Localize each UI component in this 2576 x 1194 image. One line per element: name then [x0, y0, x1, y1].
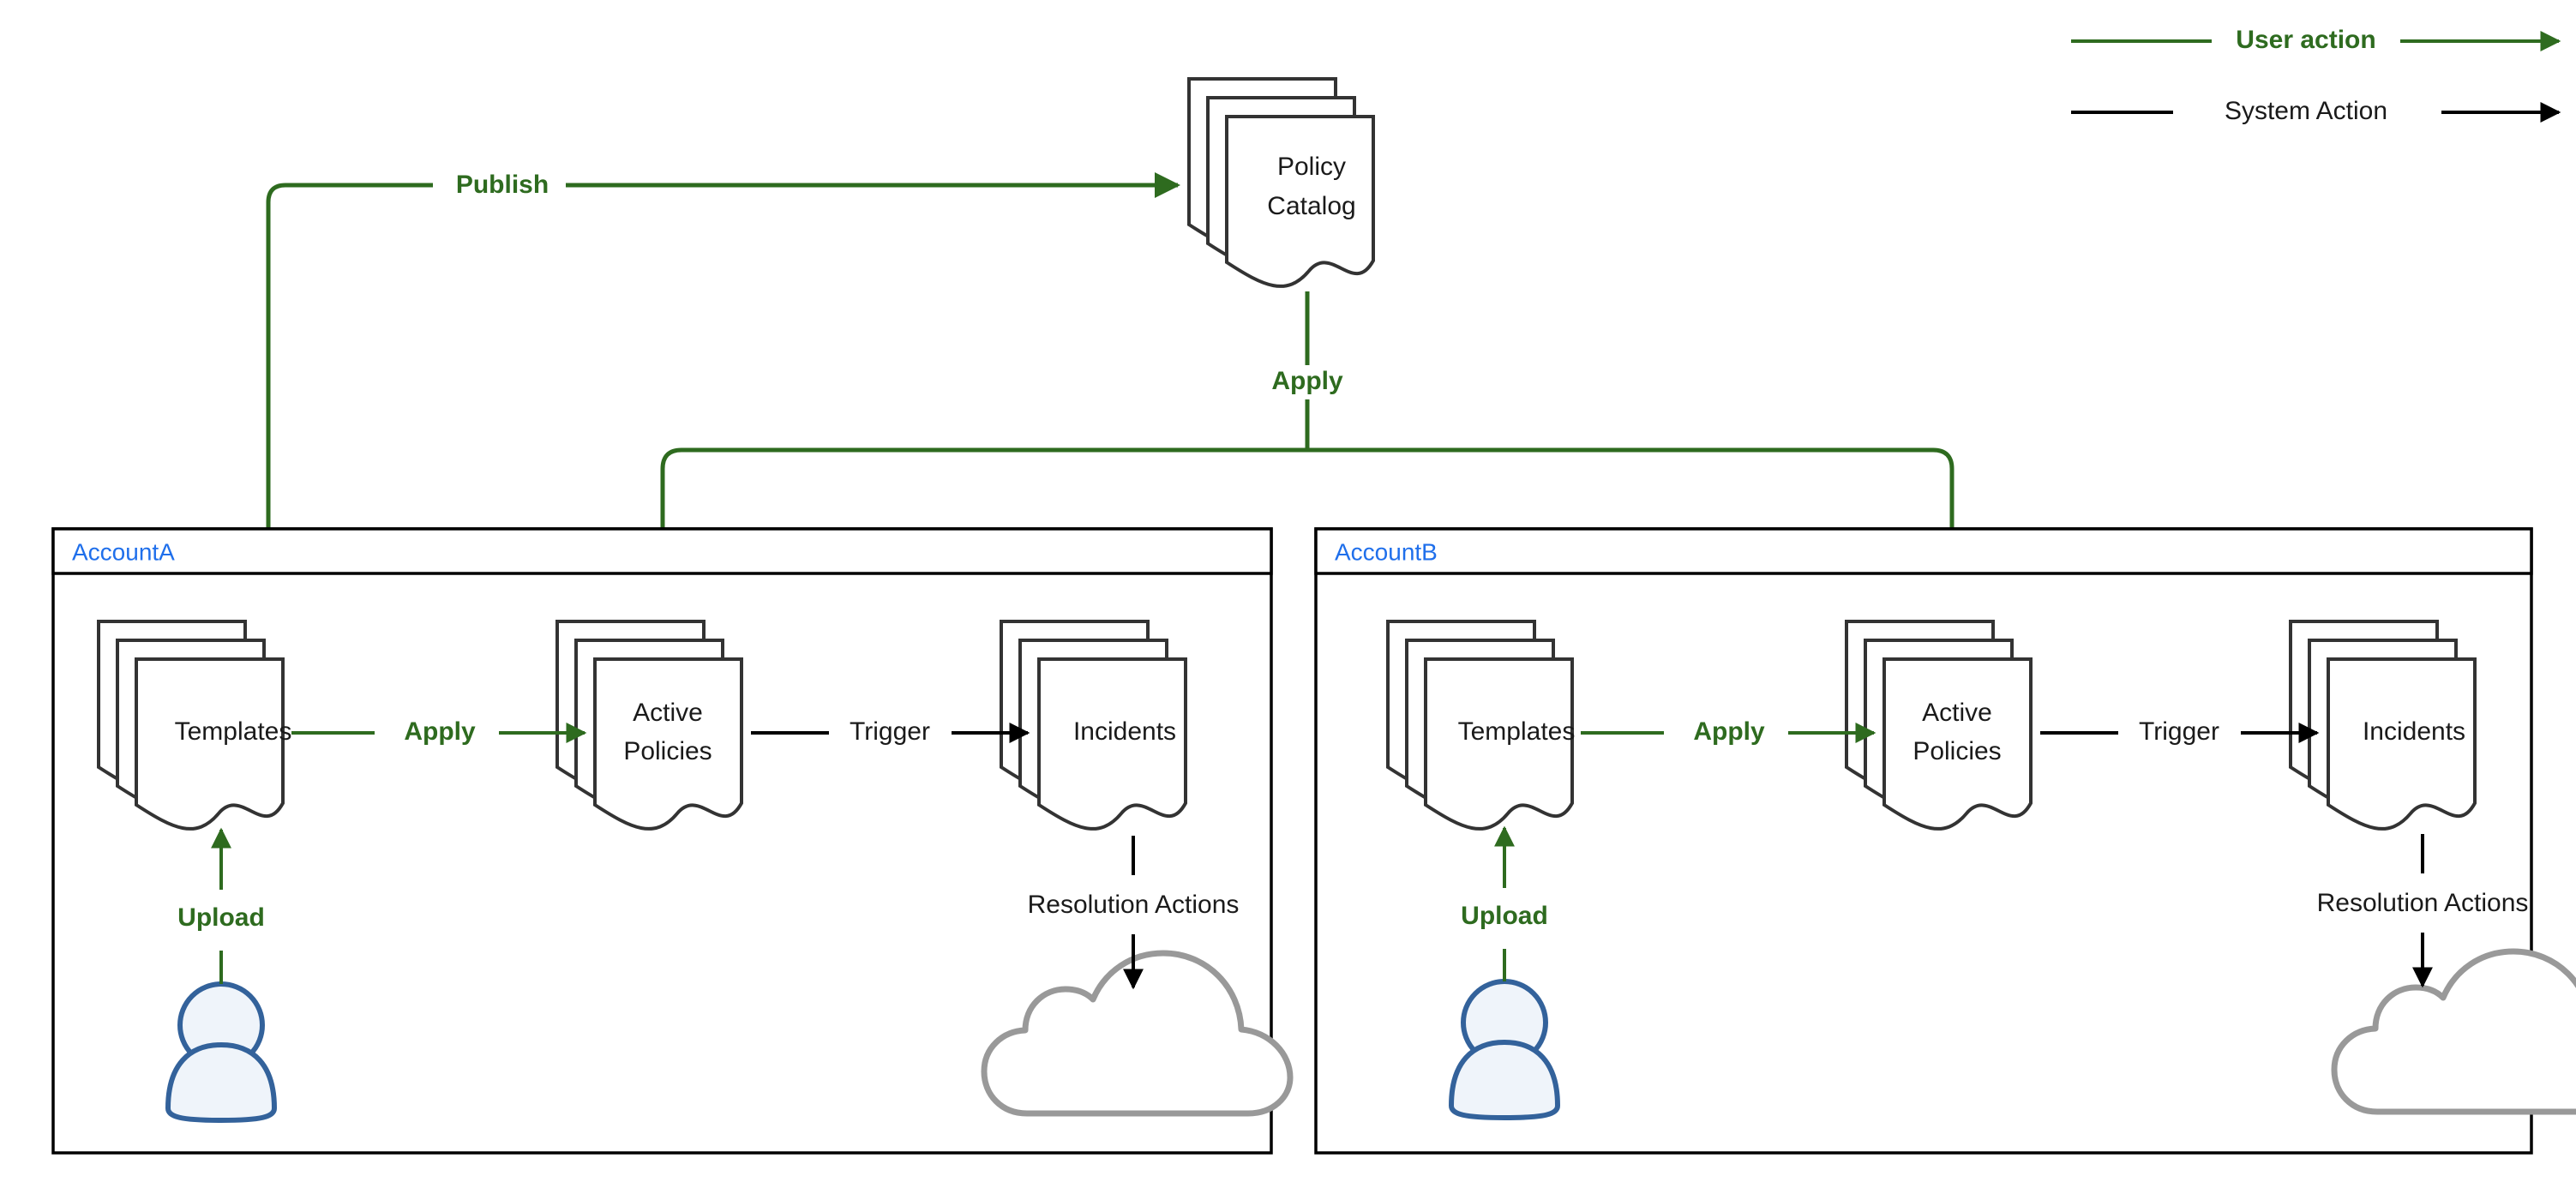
account-a-edge-label-upload: Upload	[177, 903, 265, 932]
account-b-incidents-label: Incidents	[2363, 717, 2465, 746]
account-a-edge-trigger: Trigger	[751, 717, 1030, 746]
policy-catalog-label-line2: Catalog	[1267, 192, 1355, 220]
legend: User action System Action	[2071, 26, 2561, 125]
cloud-outline-icon	[2331, 948, 2576, 1115]
account-b-active-policies-label-line2: Policies	[1912, 737, 2001, 765]
person-body-icon	[1448, 1039, 1561, 1121]
account-a-active-policies-node[interactable]: Active Policies	[555, 620, 743, 831]
account-b-edge-label-apply: Apply	[1693, 717, 1765, 746]
account-b-edge-resolution-actions: Resolution Actions	[2317, 834, 2529, 988]
account-b-edge-apply: Apply	[1581, 717, 1876, 746]
account-a-edge-label-trigger: Trigger	[850, 717, 930, 746]
edge-apply-broadcast: Apply	[650, 291, 1965, 603]
policy-catalog-label-line1: Policy	[1277, 153, 1346, 181]
publish-label-bg	[433, 168, 566, 202]
account-a-templates-node[interactable]: Templates	[97, 620, 292, 831]
account-a-title: AccountA	[72, 538, 175, 565]
edge-label-apply-central: Apply	[1271, 367, 1343, 395]
account-a-incidents-label: Incidents	[1073, 717, 1176, 746]
account-b-edge-label-resolution-actions: Resolution Actions	[2317, 889, 2529, 917]
account-b-user-icon[interactable]	[1448, 979, 1561, 1121]
cloud-outline-icon	[981, 950, 1294, 1117]
account-b-edge-label-trigger: Trigger	[2139, 717, 2219, 746]
account-b-header	[1314, 527, 2533, 575]
account-a-active-policies-label-line2: Policies	[623, 737, 712, 765]
account-b-templates-node[interactable]: Templates	[1386, 620, 1576, 831]
account-b-cloud-icon[interactable]	[2331, 948, 2576, 1115]
account-b-active-policies-node[interactable]: Active Policies	[1845, 620, 2033, 831]
account-a-active-policies-label-line1: Active	[633, 699, 703, 727]
account-a-header	[51, 527, 1273, 575]
apply-label-bg	[1256, 365, 1359, 399]
person-body-icon	[165, 1041, 278, 1124]
account-a-incidents-node[interactable]: Incidents	[1000, 620, 1187, 831]
account-a-edge-label-apply: Apply	[404, 717, 476, 746]
edge-publish: Publish	[266, 168, 1180, 620]
legend-item-system-action: System Action	[2071, 97, 2561, 125]
account-b-incidents-node[interactable]: Incidents	[2289, 620, 2477, 831]
legend-label-system-action: System Action	[2225, 97, 2387, 125]
account-b-title: AccountB	[1335, 538, 1438, 565]
account-b-templates-label: Templates	[1458, 717, 1576, 746]
account-a-cloud-icon[interactable]	[981, 950, 1294, 1117]
account-b-active-policies-label-line1: Active	[1922, 699, 1992, 727]
account-b-edge-trigger: Trigger	[2040, 717, 2320, 746]
account-a-edge-resolution-actions: Resolution Actions	[1028, 836, 1240, 990]
account-a-edge-apply: Apply	[291, 717, 587, 746]
account-a-templates-label: Templates	[175, 717, 292, 746]
account-b-edge-upload: Upload	[1461, 825, 1548, 981]
policy-catalog-node[interactable]: Policy Catalog	[1187, 77, 1375, 288]
account-a-edge-upload: Upload	[177, 827, 265, 984]
edge-label-publish: Publish	[456, 171, 549, 199]
legend-label-user-action: User action	[2236, 26, 2375, 54]
account-b-edge-label-upload: Upload	[1461, 902, 1548, 930]
legend-item-user-action: User action	[2071, 26, 2561, 54]
account-a-edge-label-resolution-actions: Resolution Actions	[1028, 891, 1240, 919]
